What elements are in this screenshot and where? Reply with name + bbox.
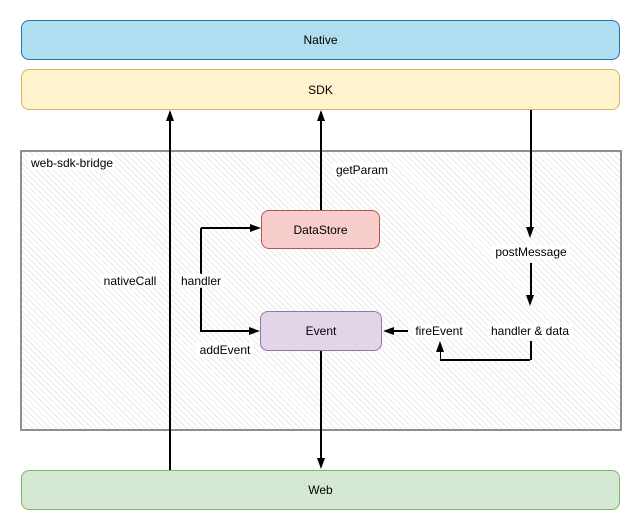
edge-handler-arrowhead-event: [249, 326, 260, 335]
edge-getparam-line: [320, 112, 322, 210]
edge-fireevent-line: [393, 330, 408, 332]
edge-getparam-arrowhead: [316, 110, 325, 121]
edge-handler-line-bottom: [201, 330, 251, 332]
node-native-label: Native: [303, 33, 338, 47]
edge-label-handler: handler: [177, 273, 225, 289]
edge-firechain-arrowhead: [435, 341, 444, 352]
edge-handler-arrowhead-datastore: [250, 223, 261, 232]
node-event-label: Event: [305, 324, 337, 338]
edge-postmessage-arrowhead1: [526, 227, 534, 238]
edge-label-nativecall: nativeCall: [100, 273, 160, 289]
edge-nativecall-arrowhead: [165, 110, 174, 121]
edge-event-web-line: [320, 350, 322, 460]
node-event: Event: [260, 311, 382, 351]
node-sdk-label: SDK: [308, 82, 333, 97]
edge-label-postmessage: postMessage: [492, 244, 570, 260]
edge-postmessage-line1: [530, 110, 532, 230]
container-label: web-sdk-bridge: [29, 156, 116, 170]
text-fireevent: fireEvent: [412, 323, 466, 339]
node-native: Native: [21, 20, 620, 60]
edge-firechain-line-across: [440, 359, 531, 361]
edge-firechain-line-up: [439, 351, 441, 360]
edge-fireevent-arrowhead: [383, 326, 394, 335]
node-web: Web: [21, 470, 620, 510]
edge-postmessage-line2: [530, 263, 532, 297]
text-handler-and-data: handler & data: [487, 323, 573, 339]
edge-label-getparam: getParam: [332, 162, 392, 178]
edge-nativecall-line: [169, 112, 171, 470]
edge-event-web-arrowhead: [316, 458, 325, 469]
node-sdk: SDK: [21, 69, 620, 110]
edge-label-addevent: addEvent: [196, 342, 254, 358]
edge-firechain-line-down: [530, 341, 532, 360]
edge-handler-line-top: [201, 227, 252, 229]
node-datastore: DataStore: [261, 210, 380, 249]
node-web-label: Web: [308, 483, 333, 497]
node-datastore-label: DataStore: [293, 222, 348, 237]
edge-postmessage-arrowhead2: [526, 295, 534, 306]
